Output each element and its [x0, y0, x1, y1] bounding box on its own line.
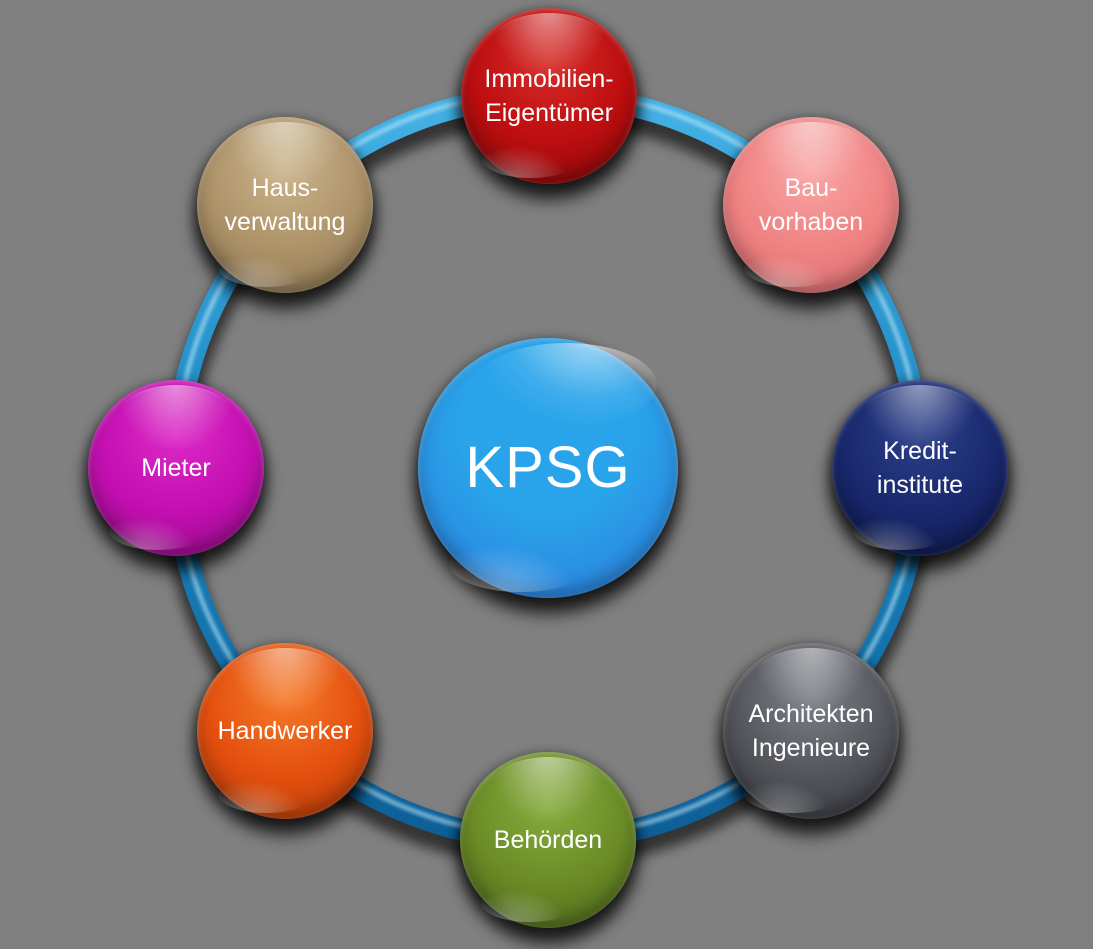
node-label: Handwerker: [217, 716, 353, 745]
node-architekten-ingenieure[interactable]: Architekten Ingenieure: [723, 643, 899, 819]
node-label: Kredit- institute: [876, 436, 964, 500]
node-hausverwaltung[interactable]: Haus- verwaltung: [197, 117, 373, 293]
node-kreditinstitute[interactable]: Kredit- institute: [832, 380, 1008, 556]
node-behoerden[interactable]: Behörden: [460, 752, 636, 928]
node-label: Mieter: [141, 453, 211, 482]
node-bauvorhaben[interactable]: Bau- vorhaben: [723, 117, 899, 293]
node-kpsg-center[interactable]: KPSG: [418, 338, 678, 598]
node-label: Architekten Ingenieure: [748, 699, 874, 763]
node-mieter[interactable]: Mieter: [88, 380, 264, 556]
center-label: KPSG: [465, 434, 631, 500]
node-immobilien-eigentuemer[interactable]: Immobilien- Eigentümer: [461, 8, 637, 184]
node-label: Haus- verwaltung: [224, 173, 346, 237]
node-label: Bau- vorhaben: [758, 173, 864, 237]
node-label: Immobilien- Eigentümer: [484, 64, 614, 128]
node-handwerker[interactable]: Handwerker: [197, 643, 373, 819]
node-label: Behörden: [493, 825, 603, 854]
